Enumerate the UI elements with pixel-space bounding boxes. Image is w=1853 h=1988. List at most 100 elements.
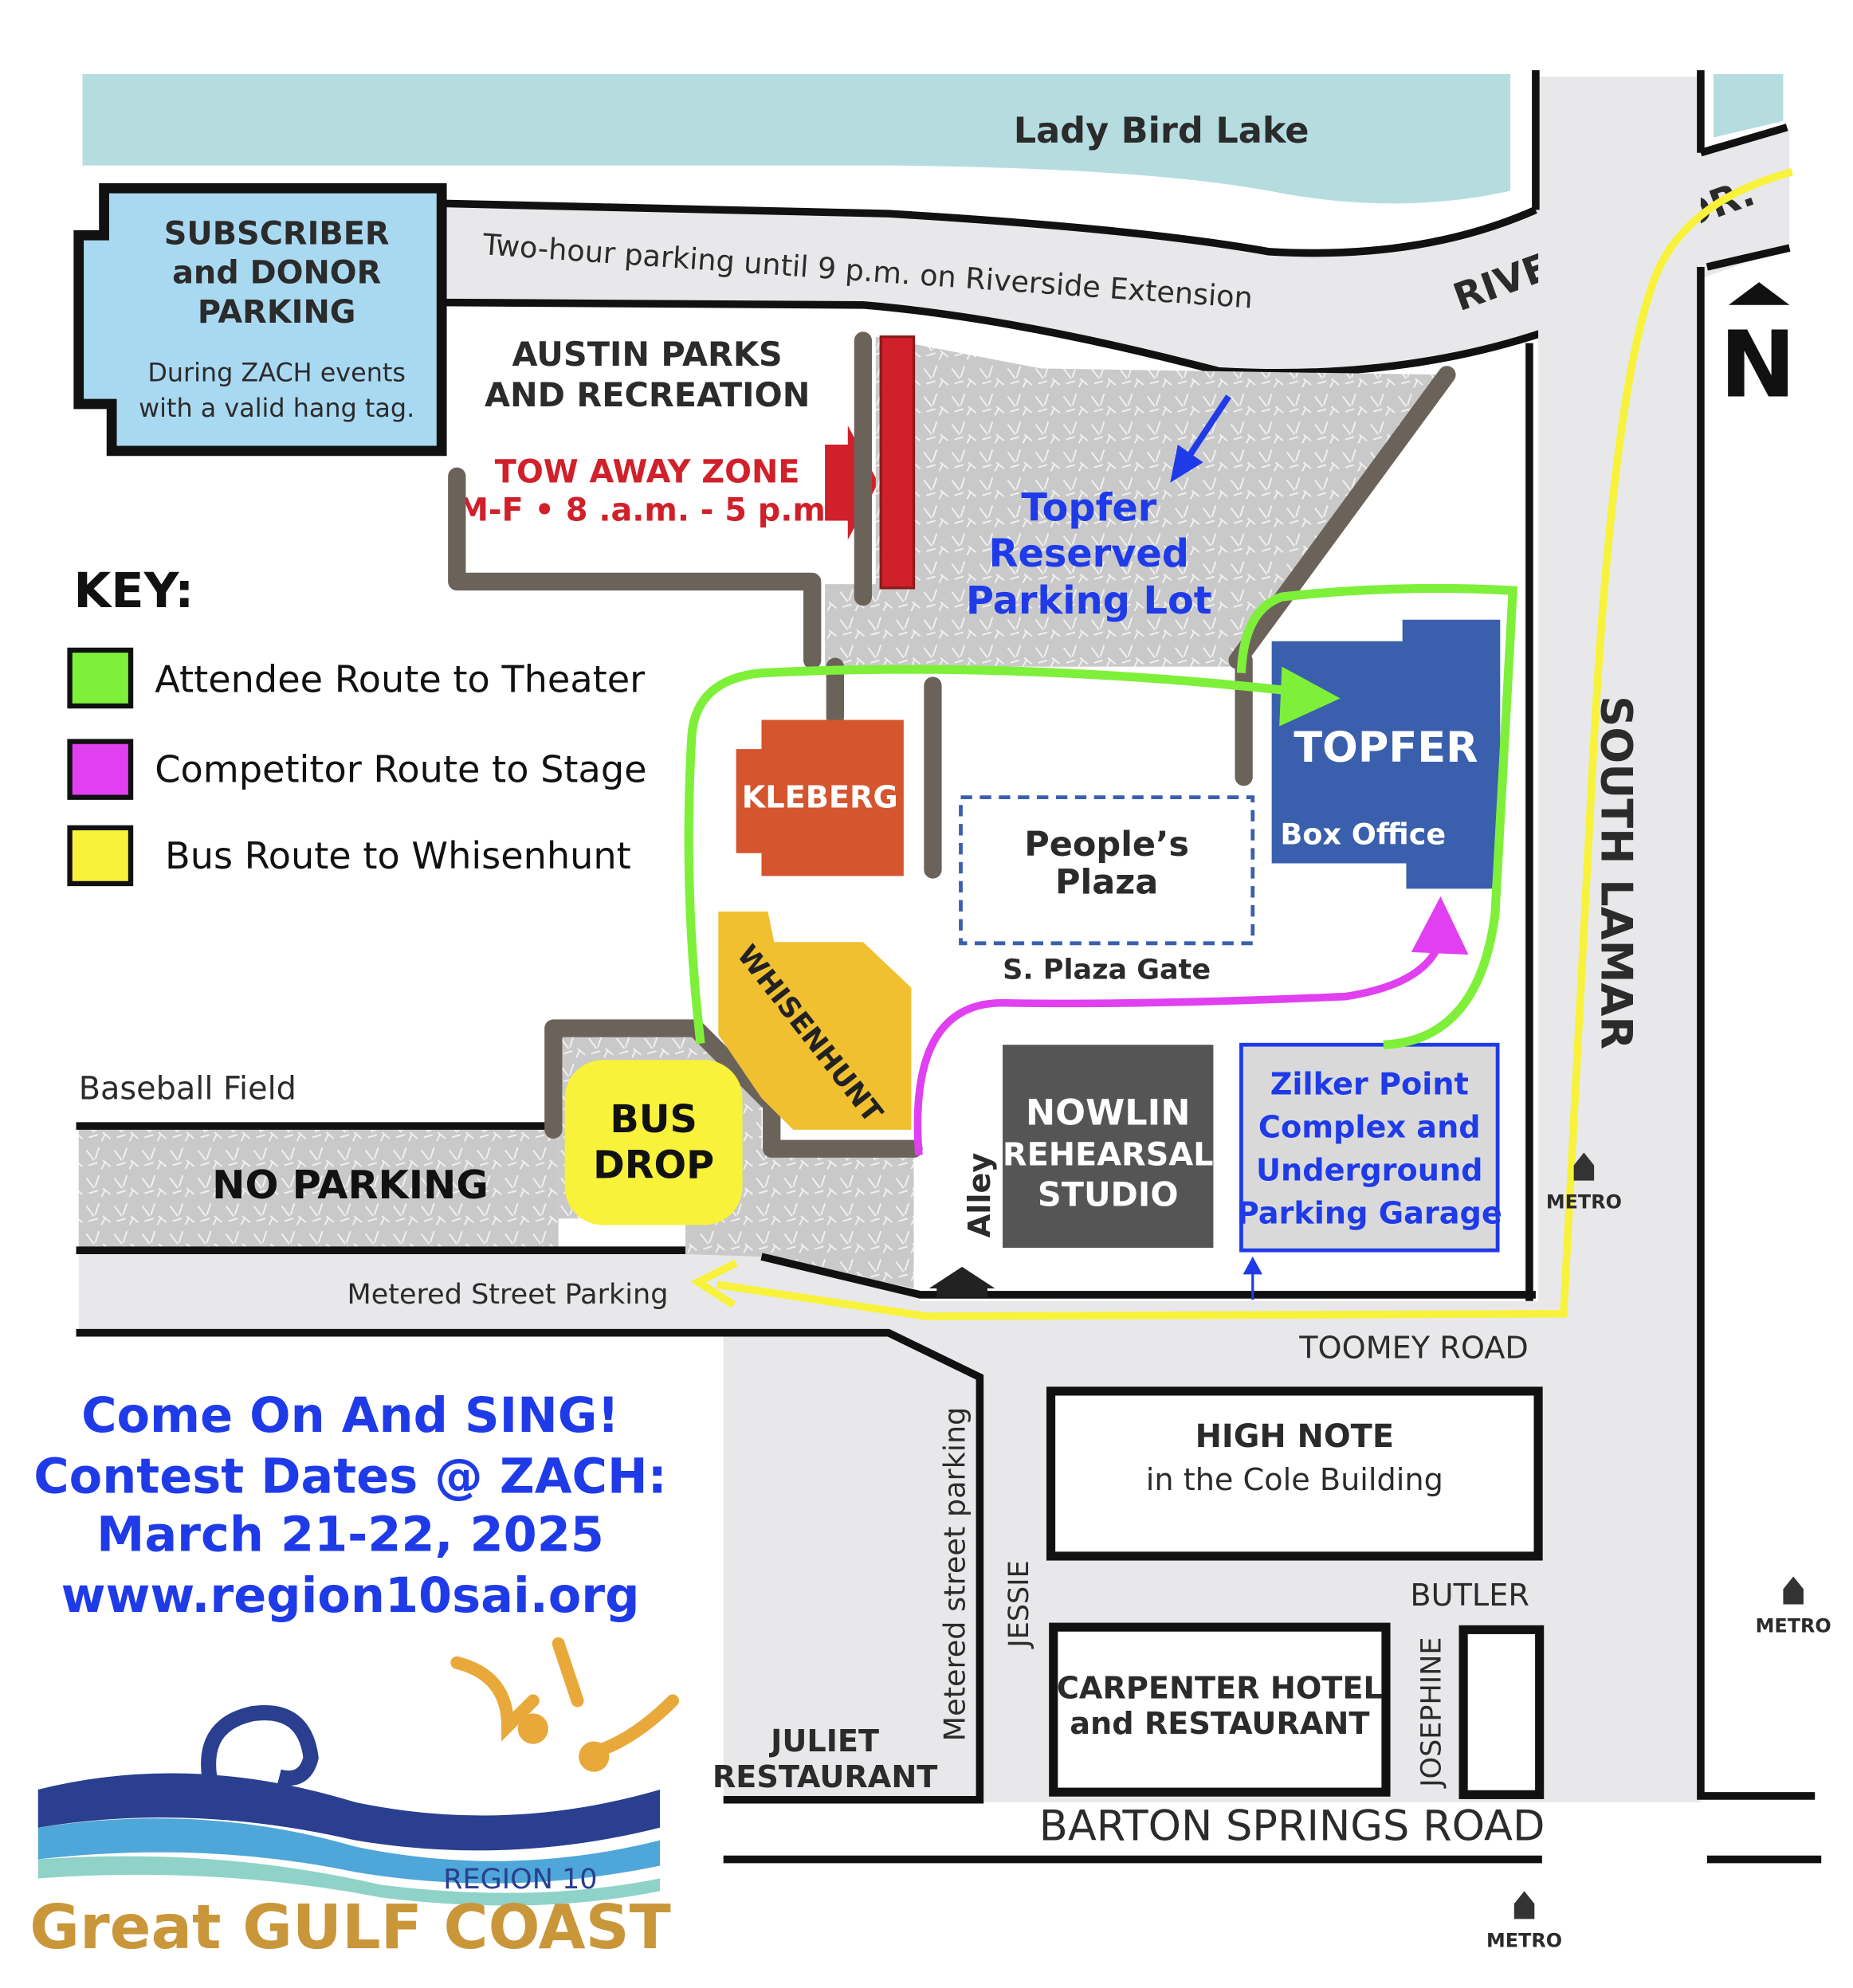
parks-label: AUSTIN PARKS AND RECREATION — [485, 335, 810, 414]
lake — [82, 73, 1511, 204]
svg-text:People’s: People’s — [1024, 825, 1189, 865]
metro-icon — [1573, 1152, 1595, 1181]
svg-text:Bus Route to Whisenhunt: Bus Route to Whisenhunt — [165, 834, 631, 877]
juliet-label: JULIET RESTAURANT — [713, 1724, 938, 1795]
svg-text:Come On And SING!: Come On And SING! — [81, 1388, 619, 1444]
svg-text:and DONOR: and DONOR — [172, 255, 381, 292]
subscriber-parking-area — [73, 182, 447, 457]
nowlin-building — [1003, 1045, 1214, 1248]
nowlin-label: NOWLIN REHEARSAL STUDIO — [1003, 1092, 1214, 1214]
svg-text:DROP: DROP — [593, 1143, 714, 1187]
svg-text:TOW AWAY ZONE: TOW AWAY ZONE — [495, 454, 800, 491]
josephine-building — [1458, 1625, 1545, 1799]
baseball-field-label: Baseball Field — [79, 1071, 296, 1108]
svg-text:JULIET: JULIET — [768, 1724, 879, 1759]
svg-text:Contest Dates @ ZACH:: Contest Dates @ ZACH: — [33, 1449, 667, 1504]
high-note-label: HIGH NOTE — [1195, 1418, 1394, 1455]
jessie-label: JESSIE — [1003, 1560, 1035, 1649]
subscriber-parking-label: SUBSCRIBER and DONOR PARKING — [164, 215, 390, 331]
metro-stop-3: METRO — [1486, 1891, 1562, 1951]
bus-drop-label: BUS DROP — [593, 1098, 714, 1187]
svg-text:M-F • 8 .a.m. - 5 p.m.: M-F • 8 .a.m. - 5 p.m. — [457, 492, 838, 529]
bus-drop — [564, 1060, 743, 1225]
svg-text:BUS: BUS — [610, 1098, 697, 1142]
svg-text:Topfer: Topfer — [1021, 487, 1156, 531]
high-note-building — [1046, 1386, 1543, 1561]
lake-label: Lady Bird Lake — [1014, 110, 1309, 151]
plaza-gate-label: S. Plaza Gate — [1003, 953, 1211, 986]
logo-name: Great GULF COAST — [29, 1892, 671, 1963]
north-arrow-icon — [1728, 282, 1790, 305]
metro-stop-1: METRO — [1546, 1152, 1622, 1214]
region10-logo: REGION 10 Great GULF COAST — [29, 1637, 679, 1963]
lake-east — [1713, 73, 1784, 138]
north-label: N — [1720, 312, 1796, 418]
svg-text:During ZACH events: During ZACH events — [147, 357, 406, 387]
zilker-label: Zilker Point Complex and Underground Par… — [1237, 1067, 1502, 1231]
tow-arrow-icon — [825, 425, 878, 540]
barton-springs-label: BARTON SPRINGS ROAD — [1039, 1802, 1545, 1851]
garage-entrance-arrow-icon — [1243, 1256, 1263, 1300]
topfer-building — [1271, 619, 1501, 889]
metered-parking-label: Metered Street Parking — [347, 1278, 669, 1311]
kleberg-building — [736, 720, 904, 876]
bus-route-arrowhead-icon — [690, 1259, 738, 1308]
svg-text:SUBSCRIBER: SUBSCRIBER — [164, 215, 390, 252]
box-office-label: Box Office — [1280, 818, 1446, 852]
butler-label: BUTLER — [1410, 1578, 1529, 1614]
attendee-route — [684, 583, 1518, 1049]
svg-text:Underground: Underground — [1256, 1154, 1483, 1189]
svg-text:Parking Garage: Parking Garage — [1237, 1197, 1502, 1232]
kleberg-label: KLEBERG — [742, 780, 898, 815]
competitor-route — [913, 938, 1445, 1156]
metered-street-parking-label: Metered street parking — [937, 1407, 972, 1742]
svg-text:AND RECREATION: AND RECREATION — [485, 376, 810, 414]
peoples-plaza-label: People’s Plaza — [1024, 825, 1189, 903]
south-lamar-label: SOUTH LAMAR — [1592, 696, 1642, 1049]
attendee-route-arrowhead-icon — [1279, 666, 1341, 727]
zilker-garage — [1239, 1042, 1500, 1253]
south-lamar-road — [1538, 76, 1701, 1802]
svg-text:Zilker Point: Zilker Point — [1270, 1067, 1469, 1102]
svg-text:METRO: METRO — [1756, 1615, 1831, 1637]
svg-text:Parking Lot: Parking Lot — [966, 579, 1212, 623]
website-link: www.region10sai.org — [61, 1568, 640, 1624]
key-item-attendee: Attendee Route to Theater — [67, 647, 645, 709]
subscriber-parking-note: During ZACH events with a valid hang tag… — [139, 357, 414, 423]
josephine-label: JOSEPHINE — [1415, 1637, 1447, 1788]
metro-stop-2: METRO — [1756, 1576, 1831, 1637]
key-title: KEY: — [73, 563, 194, 619]
svg-text:STUDIO: STUDIO — [1038, 1175, 1179, 1214]
svg-text:and RESTAURANT: and RESTAURANT — [1070, 1707, 1369, 1742]
svg-text:PARKING: PARKING — [198, 294, 356, 331]
peoples-plaza — [959, 795, 1255, 946]
whisenhunt-building — [718, 911, 912, 1130]
svg-text:Complex and: Complex and — [1258, 1110, 1481, 1145]
tow-away-label: TOW AWAY ZONE M-F • 8 .a.m. - 5 p.m. — [457, 454, 838, 529]
svg-text:CARPENTER HOTEL: CARPENTER HOTEL — [1057, 1671, 1383, 1706]
alley-entrance-icon — [928, 1266, 995, 1298]
topfer-lot-arrow-icon — [1184, 394, 1231, 462]
topfer-label: TOPFER — [1294, 723, 1478, 772]
svg-text:AUSTIN PARKS: AUSTIN PARKS — [512, 335, 783, 374]
svg-text:with a valid hang tag.: with a valid hang tag. — [139, 393, 414, 423]
tow-zone-bar — [879, 335, 916, 590]
key-item-competitor: Competitor Route to Stage — [67, 739, 647, 800]
cole-building-label: in the Cole Building — [1146, 1463, 1443, 1498]
svg-text:RESTAURANT: RESTAURANT — [713, 1760, 938, 1795]
svg-text:METRO: METRO — [1546, 1191, 1622, 1214]
svg-text:Attendee Route to Theater: Attendee Route to Theater — [155, 657, 645, 700]
metro-icon — [1513, 1891, 1535, 1919]
svg-text:Competitor Route to Stage: Competitor Route to Stage — [155, 748, 646, 791]
svg-text:Plaza: Plaza — [1055, 863, 1158, 903]
svg-text:REHEARSAL: REHEARSAL — [1003, 1136, 1214, 1173]
svg-text:March 21-22, 2025: March 21-22, 2025 — [96, 1508, 604, 1563]
svg-text:METRO: METRO — [1486, 1929, 1562, 1951]
logo-region: REGION 10 — [443, 1863, 597, 1896]
toomey-road-label: TOOMEY ROAD — [1298, 1331, 1529, 1367]
metro-icon — [1783, 1576, 1804, 1605]
alley-label: Alley — [963, 1153, 998, 1238]
no-parking-label: NO PARKING — [212, 1162, 489, 1208]
